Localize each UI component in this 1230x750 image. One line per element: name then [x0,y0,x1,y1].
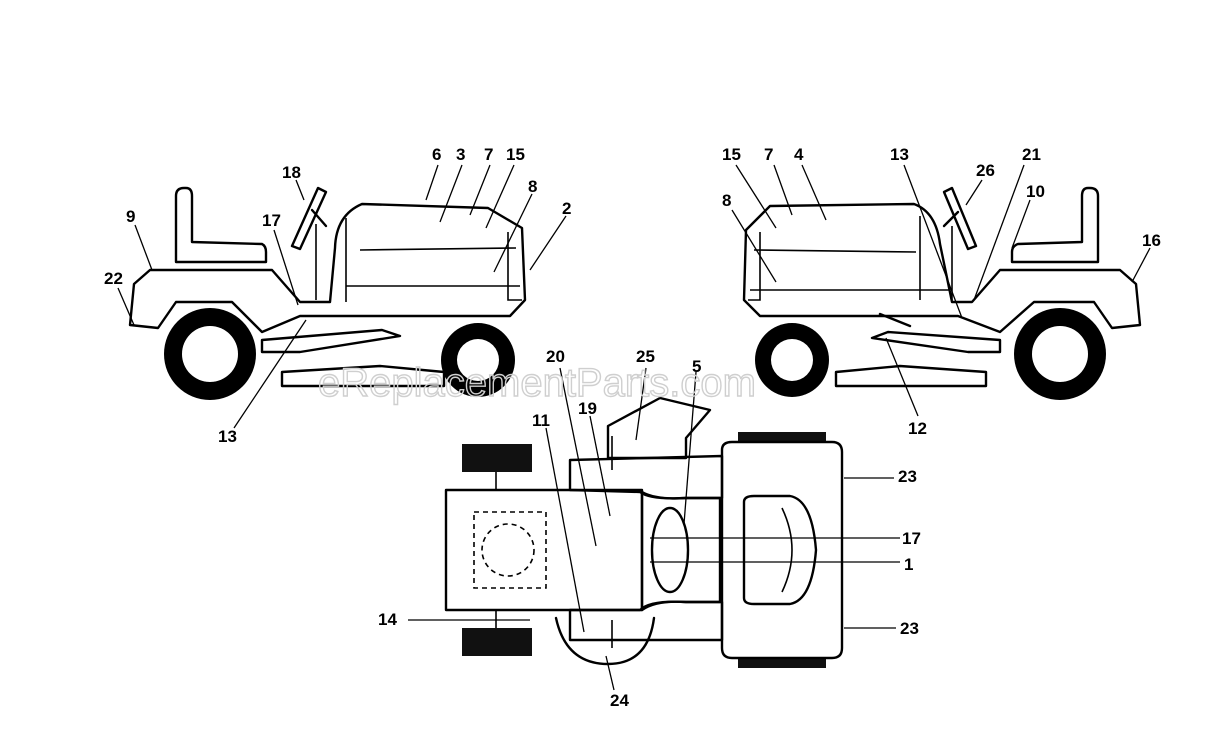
part-label-right-21[interactable]: 21 [1022,145,1041,164]
part-label-left-7[interactable]: 7 [484,145,493,164]
part-label-left-18[interactable]: 18 [282,163,301,182]
part-label-top-1[interactable]: 1 [904,555,913,574]
part-label-right-16[interactable]: 16 [1142,231,1161,250]
tractor-left-side-view [128,186,527,400]
part-label-right-7[interactable]: 7 [764,145,773,164]
part-label-left-2[interactable]: 2 [562,199,571,218]
part-label-right-4[interactable]: 4 [794,145,804,164]
part-label-top-17[interactable]: 17 [902,529,921,548]
part-label-left-9[interactable]: 9 [126,207,135,226]
part-label-left-3[interactable]: 3 [456,145,465,164]
part-label-top-23-lower[interactable]: 23 [900,619,919,638]
watermark-text: eReplacementParts.com [318,361,756,405]
part-label-top-24[interactable]: 24 [610,691,629,710]
part-label-left-22[interactable]: 22 [104,269,123,288]
part-label-top-5[interactable]: 5 [692,357,701,376]
part-label-top-23-upper[interactable]: 23 [898,467,917,486]
part-label-right-26[interactable]: 26 [976,161,995,180]
tractor-right-side-view [742,186,1142,400]
part-label-right-15[interactable]: 15 [722,145,741,164]
part-label-left-15[interactable]: 15 [506,145,525,164]
part-label-right-10[interactable]: 10 [1026,182,1045,201]
part-label-top-14[interactable]: 14 [378,610,397,629]
leader-lines-top [408,367,900,691]
part-label-top-25[interactable]: 25 [636,347,655,366]
part-label-top-20[interactable]: 20 [546,347,565,366]
part-label-right-13[interactable]: 13 [890,145,909,164]
part-label-top-11[interactable]: 11 [532,411,550,430]
tractor-top-view [444,396,844,668]
part-label-left-6[interactable]: 6 [432,145,441,164]
part-label-top-19[interactable]: 19 [578,399,597,418]
part-label-left-13[interactable]: 13 [218,427,237,446]
part-label-left-8[interactable]: 8 [528,177,537,196]
leader-lines-right [731,164,1151,417]
leader-lines-left [117,164,567,429]
part-label-left-17[interactable]: 17 [262,211,281,230]
part-label-right-12[interactable]: 12 [908,419,927,438]
part-label-right-8[interactable]: 8 [722,191,731,210]
